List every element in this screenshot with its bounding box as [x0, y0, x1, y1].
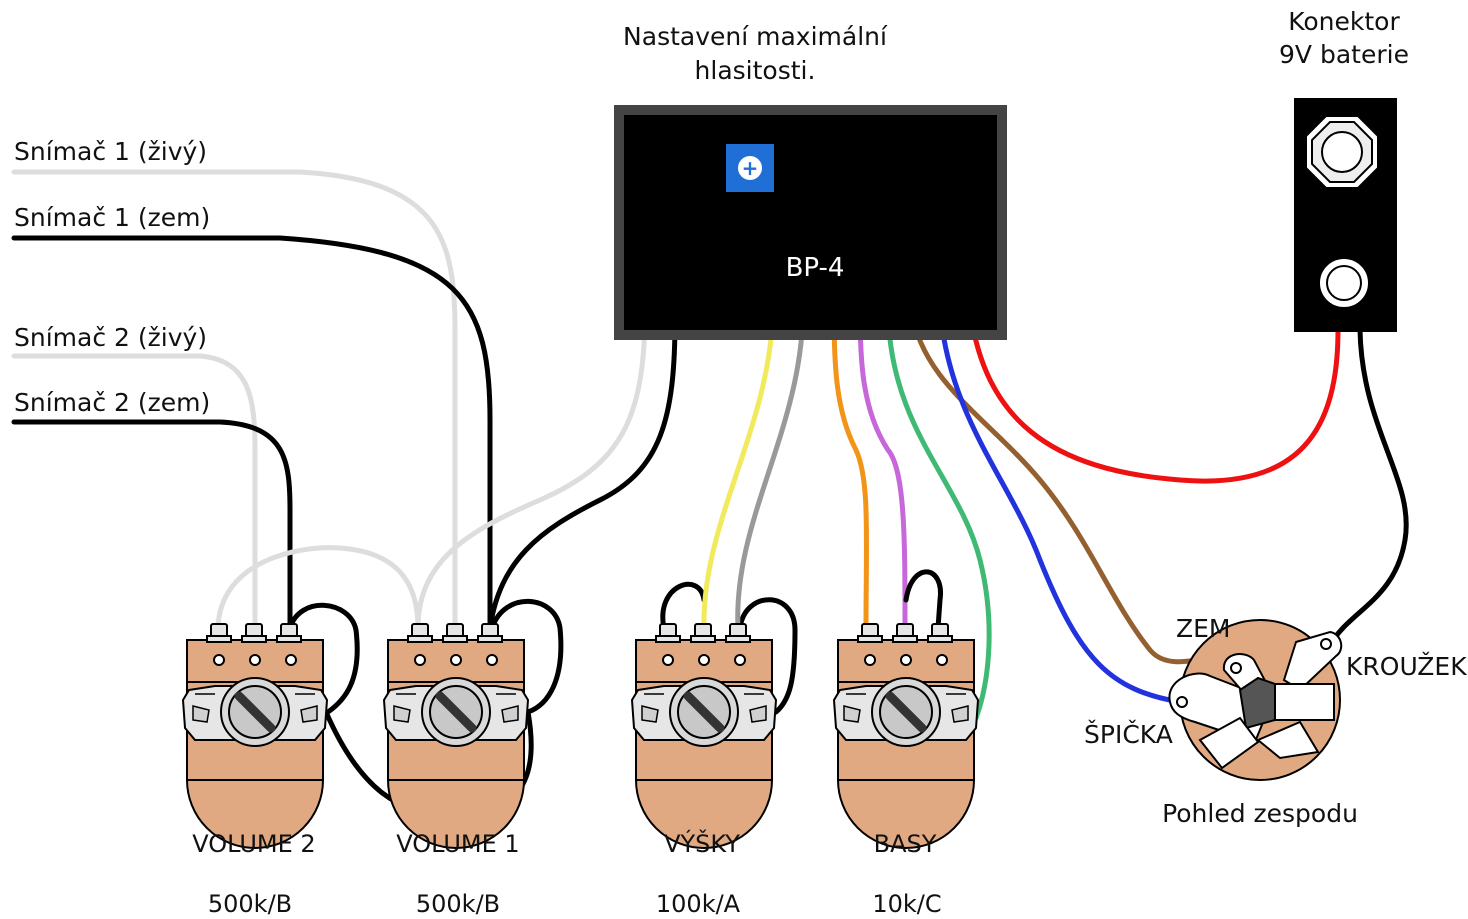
orange-wire	[831, 307, 870, 631]
battery-connector: Konektor 9V baterie	[1279, 7, 1409, 332]
pickup2-ground-label: Snímač 2 (zem)	[14, 388, 210, 417]
vol1-module-black-wire	[487, 317, 678, 631]
battery-caption-line2: 9V baterie	[1279, 40, 1409, 69]
pickup2-ground-wire	[11, 419, 293, 633]
bass-ground-loop	[903, 569, 943, 631]
battery-black-wire	[1327, 327, 1409, 648]
pot-bass-value: 10k/C	[872, 890, 941, 918]
jack-tip-label: ŠPIČKA	[1084, 719, 1173, 749]
vol1-module-white-wire	[415, 307, 648, 631]
pot-volume-2-value: 500k/B	[208, 890, 292, 918]
green-wire	[885, 307, 992, 721]
trim-caption-line1: Nastavení maximální	[623, 22, 888, 51]
pot-volume-1-value: 500k/B	[416, 890, 500, 918]
pot-treble[interactable]	[632, 624, 776, 848]
pot-volume-2[interactable]	[183, 624, 327, 848]
pot-treble-value: 100k/A	[656, 890, 741, 918]
pickup2-hot-label: Snímač 2 (živý)	[14, 323, 207, 352]
bp4-module: + BP-4 Nastavení maximální hlasitosti.	[614, 22, 1007, 340]
battery-positive-snap-icon	[1318, 257, 1370, 309]
brown-wire	[909, 307, 1241, 668]
pickup2-hot-wire	[11, 353, 258, 633]
pot-volume-2-name: VOLUME 2	[192, 830, 315, 858]
pickup1-ground-label: Snímač 1 (zem)	[14, 203, 210, 232]
module-name: BP-4	[786, 253, 845, 283]
battery-negative-snap-icon	[1305, 115, 1379, 189]
jack-ring-label: KROUŽEK	[1346, 652, 1467, 681]
vol2-ground-loop	[287, 602, 360, 715]
treble-ground-loop	[737, 597, 798, 715]
jack-caption: Pohled zespodu	[1162, 799, 1358, 828]
output-jack: ZEM KROUŽEK ŠPIČKA Pohled zespodu	[1084, 614, 1467, 828]
pot-treble-name: VÝŠKY	[664, 828, 740, 858]
pickup-labels: Snímač 1 (živý) Snímač 1 (zem) Snímač 2 …	[14, 137, 210, 417]
battery-caption-line1: Konektor	[1288, 7, 1400, 36]
pickup1-hot-wire	[11, 169, 458, 633]
purple-wire	[857, 307, 908, 631]
jack-sleeve-label: ZEM	[1176, 614, 1231, 643]
blue-wire	[937, 307, 1183, 705]
pot-labels: VOLUME 2 500k/B VOLUME 1 500k/B VÝŠKY 10…	[192, 828, 941, 918]
treble-jumper	[660, 581, 707, 631]
trim-plus-icon: +	[742, 156, 759, 180]
pot-bass[interactable]	[834, 624, 978, 848]
pickup1-hot-label: Snímač 1 (živý)	[14, 137, 207, 166]
vol-jumper-white	[215, 545, 421, 631]
pot-volume-1[interactable]	[384, 624, 528, 848]
trim-caption-line2: hlasitosti.	[695, 56, 816, 85]
yellow-wire	[701, 307, 776, 631]
grey-wire	[735, 307, 806, 631]
red-wire	[967, 307, 1341, 484]
pickup1-ground-wire	[11, 235, 493, 633]
pot-volume-1-name: VOLUME 1	[396, 830, 519, 858]
pot-bass-name: BASY	[874, 830, 937, 858]
wires	[11, 169, 1409, 818]
vol1-ground-loop	[489, 598, 564, 715]
